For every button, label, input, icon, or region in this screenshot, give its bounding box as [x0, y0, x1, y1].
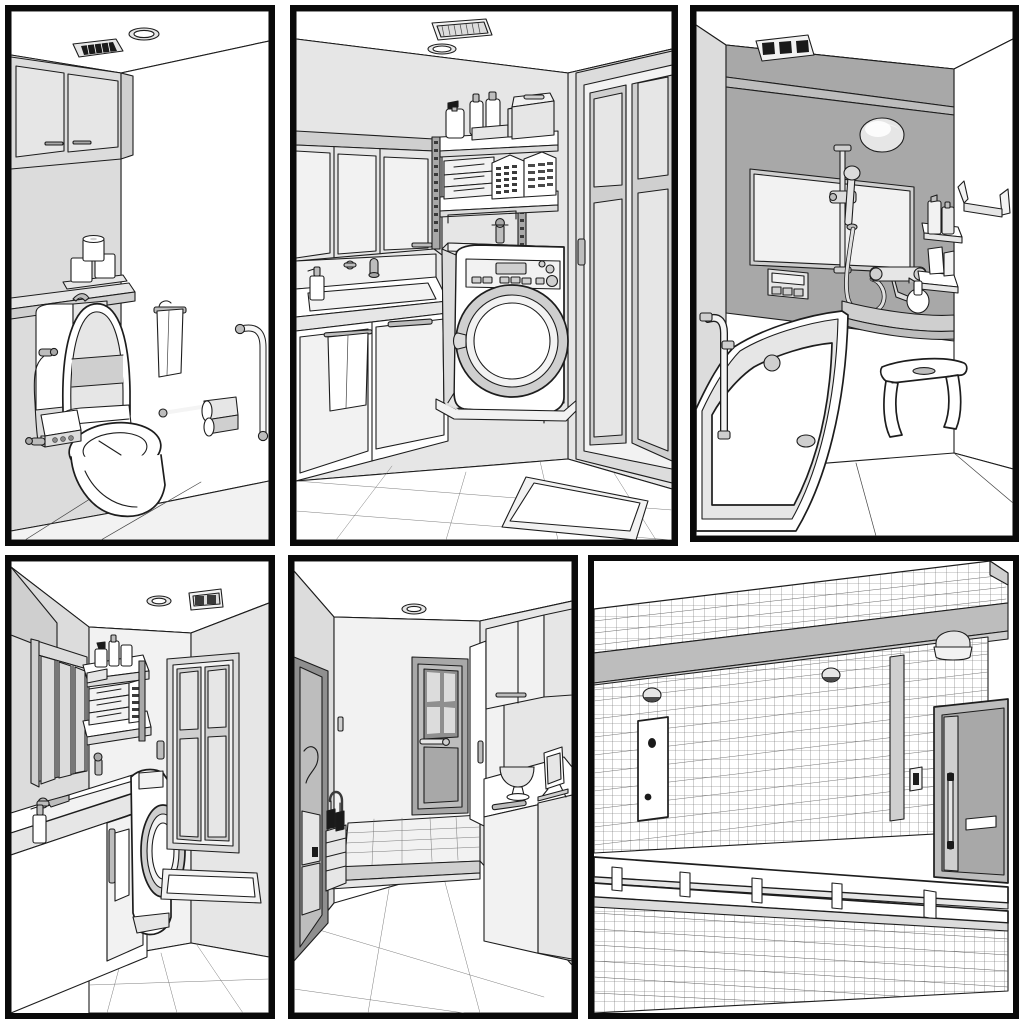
intercom-panel[interactable]	[909, 766, 923, 792]
storage-basket[interactable]	[507, 92, 555, 140]
bath-remote-panel[interactable]	[767, 268, 809, 300]
grab-bar[interactable]	[699, 312, 735, 440]
standing-mirror[interactable]	[537, 746, 569, 802]
cabinet-handle-tall[interactable]	[477, 740, 484, 764]
lower-shelf[interactable]	[82, 678, 152, 746]
vanity-counter	[296, 276, 449, 332]
bathroom-sliding-door[interactable]	[575, 50, 672, 484]
laundry-baskets[interactable]	[491, 151, 557, 200]
balcony-railing	[594, 856, 1009, 924]
ceiling-downlight	[401, 603, 427, 615]
ceiling-exhaust-vent	[431, 18, 493, 41]
ceiling-downlight	[146, 595, 172, 607]
toilet-paper-stock[interactable]	[62, 234, 128, 290]
soap-dispenser[interactable]	[307, 266, 325, 301]
ceiling-exhaust-vent	[188, 588, 224, 611]
dome-light-near	[642, 687, 662, 703]
railing-posts	[611, 866, 937, 920]
cabinet-handle-left[interactable]	[44, 141, 64, 146]
toilet-lid[interactable]	[61, 293, 131, 420]
bath-stool[interactable]	[879, 357, 968, 438]
door-handle[interactable]	[156, 740, 165, 760]
genkan-step	[329, 860, 481, 890]
folded-towels[interactable]	[443, 156, 495, 200]
corner-shelf-upper[interactable]	[921, 194, 963, 244]
panel-washroom-alt-view	[5, 555, 275, 1019]
soap-dispenser[interactable]	[30, 804, 47, 844]
light-switch[interactable]	[337, 716, 344, 732]
bathtub[interactable]	[696, 310, 849, 532]
ceiling-exhaust-vent	[72, 38, 124, 58]
ceiling-downlight	[427, 43, 457, 55]
towel-bar[interactable]	[323, 329, 373, 412]
shower-head[interactable]	[843, 165, 861, 231]
tub-overflow	[763, 354, 781, 372]
mail-slot[interactable]	[965, 815, 997, 831]
cabinet-handle-right[interactable]	[72, 140, 92, 145]
corridor-light	[933, 630, 973, 661]
ceiling-light	[859, 117, 905, 153]
overhead-cabinet[interactable]	[11, 56, 134, 170]
water-tap[interactable]	[93, 752, 103, 776]
panel-unit-bathroom	[690, 5, 1019, 542]
tiled-ceiling	[594, 561, 1009, 654]
washroom-door[interactable]	[294, 656, 329, 962]
panel-toilet-room	[5, 5, 275, 546]
washlet-control-panel[interactable]	[40, 409, 82, 448]
mirror-cabinet[interactable]	[30, 638, 88, 788]
cabinet-handle[interactable]	[491, 799, 527, 811]
mirror	[749, 168, 915, 274]
shoe-cabinet-lower[interactable]	[483, 756, 572, 962]
umbrella-stand[interactable]	[325, 790, 347, 892]
washer-door[interactable]	[452, 284, 569, 398]
paper-holder[interactable]	[201, 396, 239, 437]
shoe-cabinet-upper[interactable]	[485, 608, 572, 710]
panel-exterior-corridor	[588, 555, 1019, 1019]
bath-mat[interactable]	[160, 868, 262, 904]
corner-shelf-lower[interactable]	[917, 246, 959, 294]
upper-shelf[interactable]	[82, 634, 150, 688]
faucet[interactable]	[343, 257, 380, 278]
detergent-bottles[interactable]	[445, 91, 509, 141]
bath-mat[interactable]	[501, 476, 649, 540]
tub-drain	[796, 434, 816, 448]
panel-entryway-genkan	[288, 555, 578, 1019]
towel-ring[interactable]	[153, 300, 187, 378]
panel-washroom-laundry	[290, 5, 678, 546]
towel-bar[interactable]	[957, 180, 1011, 218]
dome-light-far	[821, 667, 841, 683]
ceiling-downlight	[128, 27, 160, 41]
door-pull-handle[interactable]	[947, 772, 954, 850]
front-door[interactable]	[411, 656, 469, 816]
meter-box-door[interactable]	[637, 716, 669, 822]
towel-bar[interactable]	[108, 828, 116, 884]
mirror-cabinet[interactable]	[296, 130, 443, 262]
grab-bar-l-shaped[interactable]	[234, 323, 269, 442]
entry-tile-floor	[343, 814, 481, 868]
door-handle[interactable]	[577, 238, 586, 266]
washer-control-panel[interactable]	[465, 258, 561, 290]
counter-shelf	[841, 300, 955, 340]
apartment-entry-door[interactable]	[933, 698, 1009, 884]
washing-machine[interactable]	[441, 242, 569, 424]
tiled-facade-wall	[594, 636, 989, 854]
bathroom-sliding-door[interactable]	[156, 652, 240, 854]
decorative-bowl[interactable]	[499, 766, 535, 801]
water-tap[interactable]	[491, 218, 509, 244]
supply-valve[interactable]	[25, 347, 59, 446]
soap-dispenser[interactable]	[906, 277, 930, 314]
toilet[interactable]	[25, 293, 166, 518]
ceiling-vent-heater	[755, 34, 815, 62]
